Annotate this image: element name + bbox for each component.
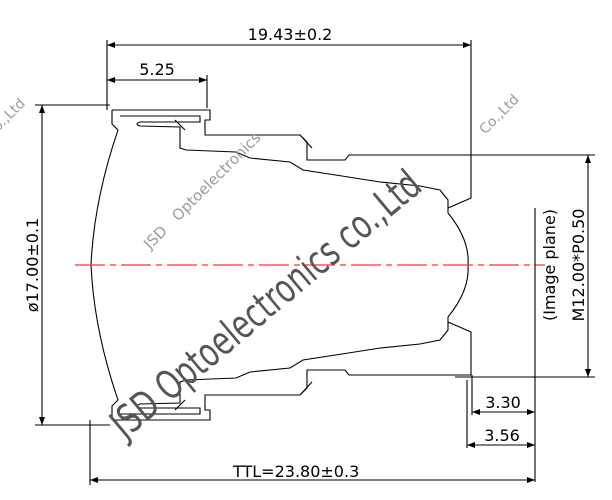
diameter-label: ø17.00±0.1 xyxy=(23,218,42,312)
front-length-label: 5.25 xyxy=(139,60,175,79)
image-plane-label: (Image plane) xyxy=(540,209,559,321)
thread-label: M12.00*P0.50 xyxy=(569,209,588,322)
watermark-middle: JSD Optoelectronics xyxy=(139,128,264,253)
overall-length-label: 19.43±0.2 xyxy=(248,25,333,44)
ttl-label: TTL=23.80±0.3 xyxy=(232,462,359,481)
watermark-large: JSD Optoelectronics co.,Ltd xyxy=(101,162,431,449)
watermark-top-left: o.,Ltd xyxy=(0,96,29,135)
watermark-top-right: Co.,Ltd xyxy=(477,92,523,138)
bfl-3-30-label: 3.30 xyxy=(485,393,521,412)
bfl-3-56-label: 3.56 xyxy=(484,426,520,445)
dimension-lines xyxy=(35,40,595,485)
